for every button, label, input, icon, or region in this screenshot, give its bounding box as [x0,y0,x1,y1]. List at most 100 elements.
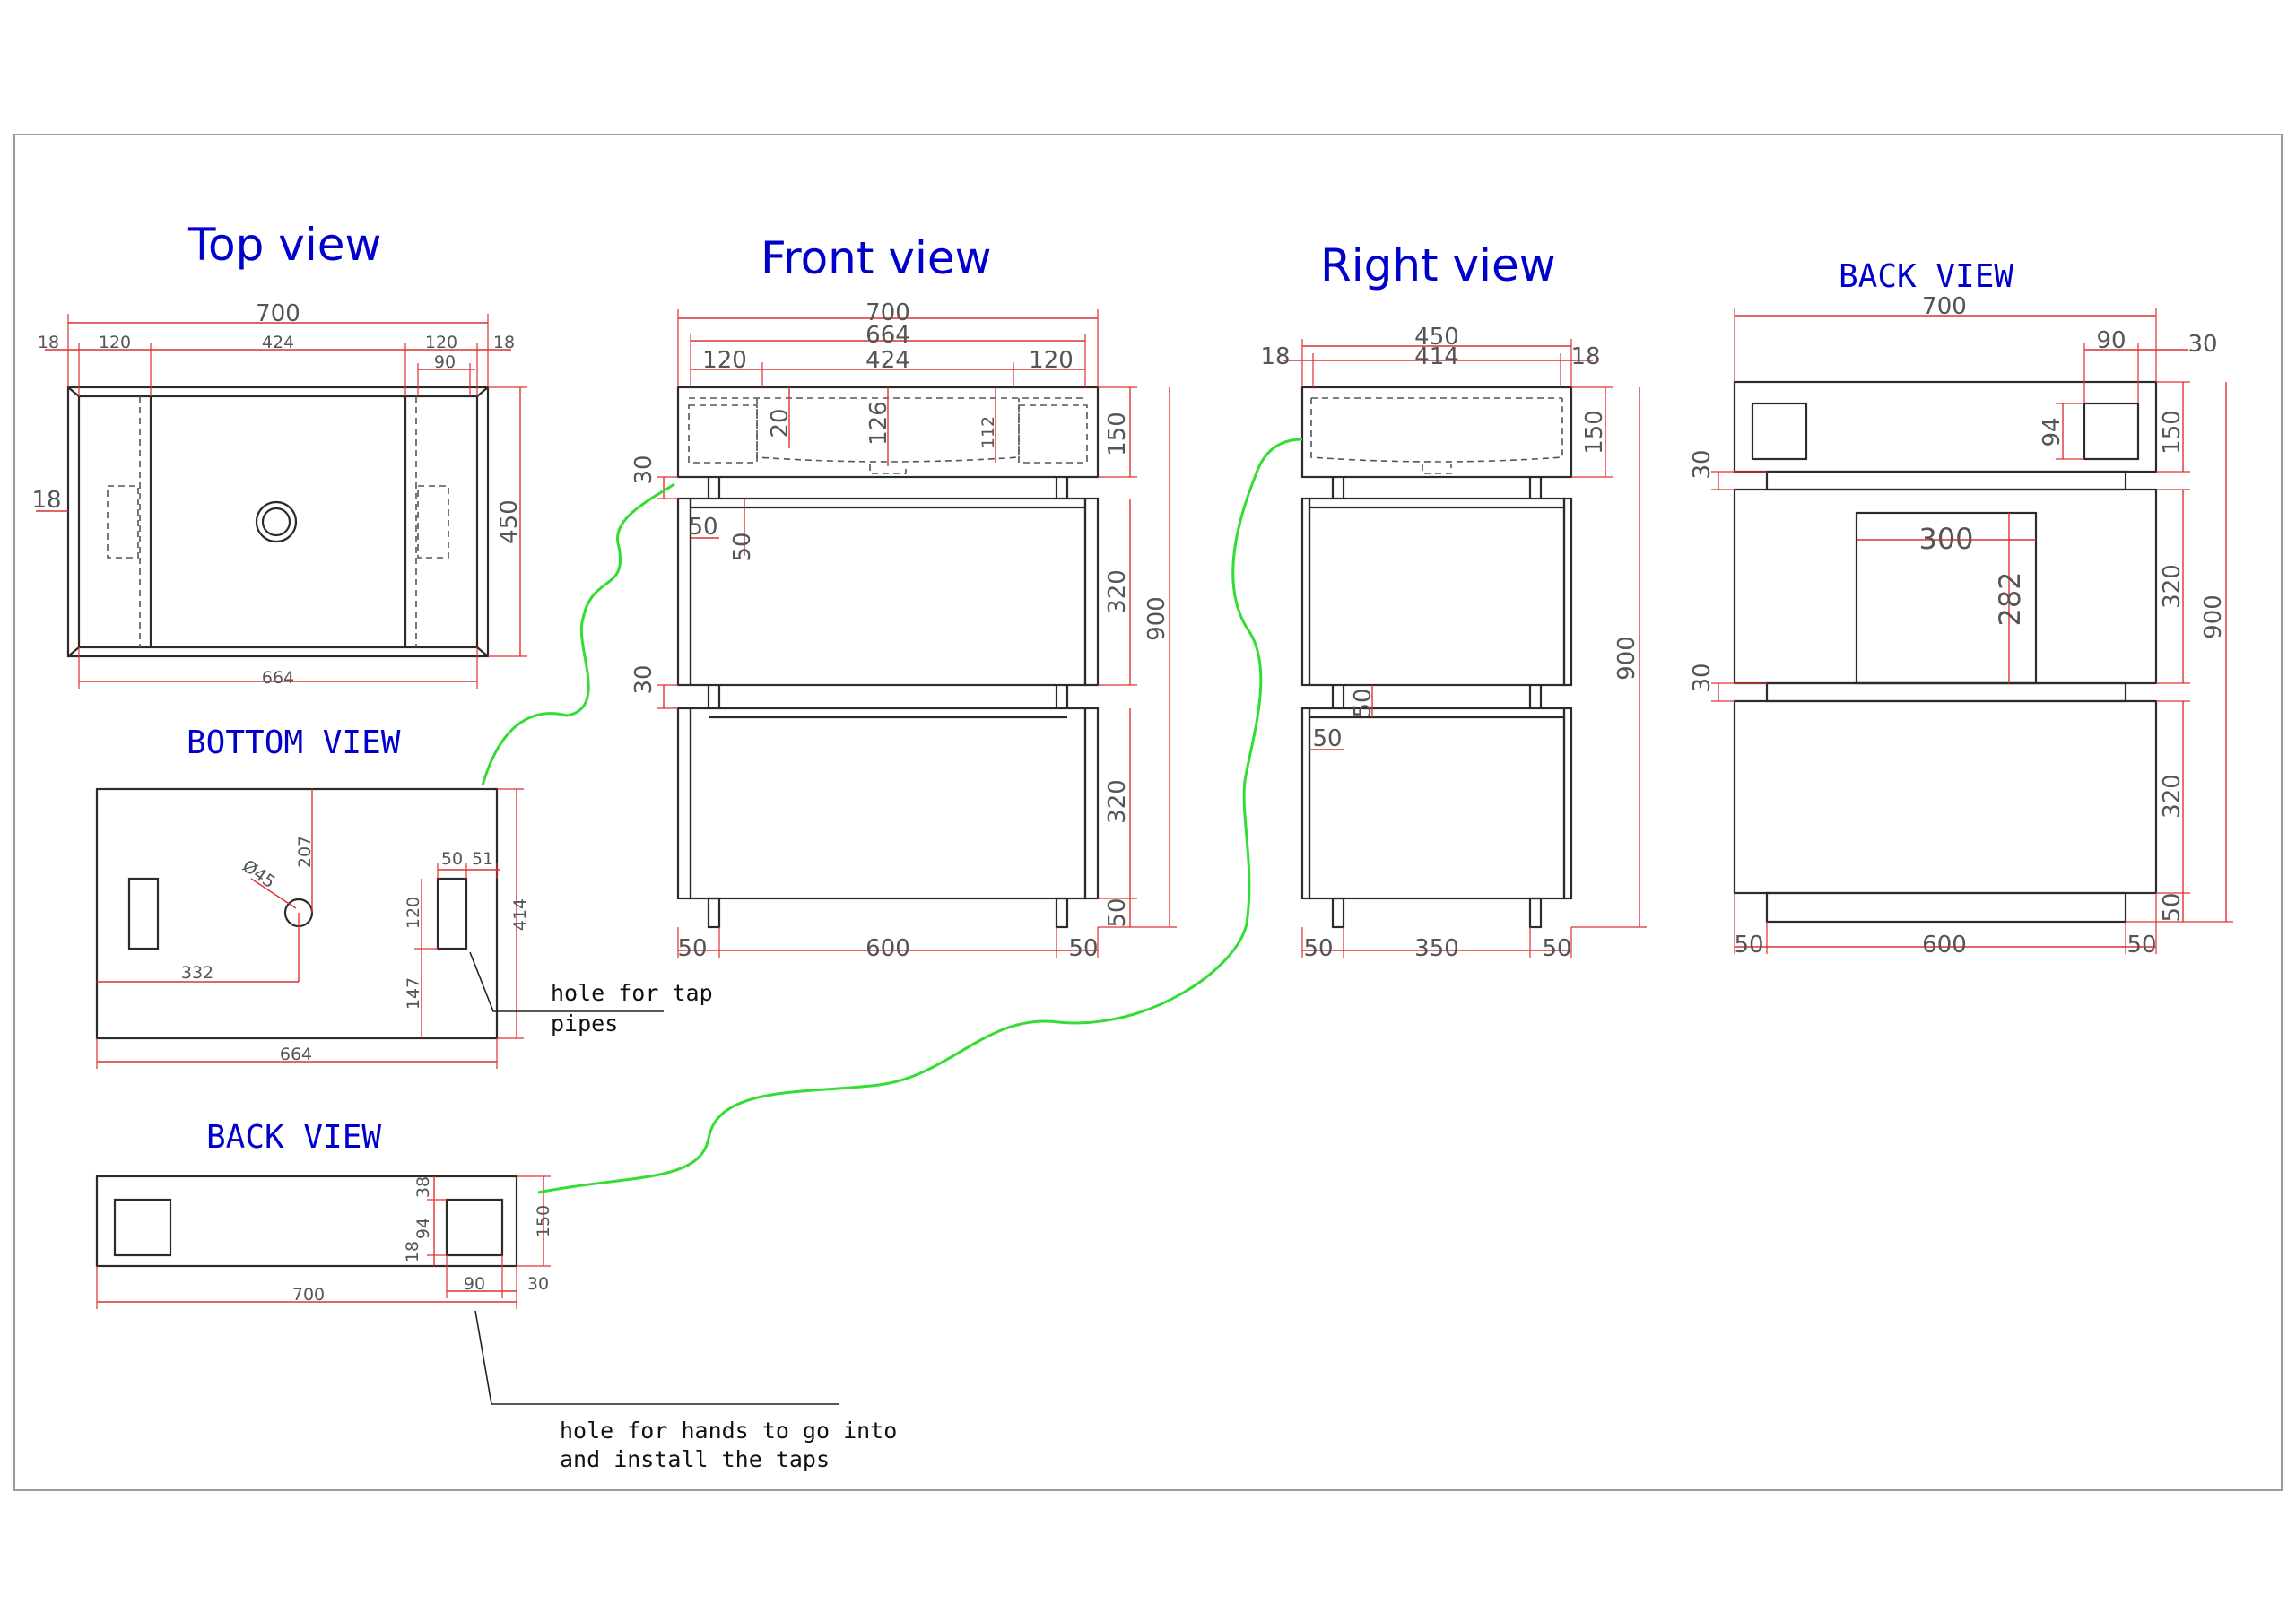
bottom-drain-diameter: Ø45 [239,856,279,892]
top-inner-width: 664 [262,668,294,688]
front-middle-section: 424 [865,347,910,374]
front-inner-width: 664 [865,322,910,349]
title-bottom-view: BOTTOM VIEW [187,724,401,761]
back-right-edge: 30 [2187,331,2217,358]
note-tap-pipes-line2: pipes [551,1010,618,1037]
right-view-drawing [1300,386,1573,929]
right-inner-depth: 414 [1414,343,1459,370]
top-side-edge: 18 [31,487,61,514]
back-view-right-drawing [1733,380,2158,924]
bottom-view-drawing [95,787,499,1040]
right-leg-h: 50 [1350,688,1377,717]
front-view-dimensions [657,309,1177,958]
back-view-right-dimensions [1711,308,2233,954]
note-hands-line2: and install the taps [560,1446,830,1472]
top-right-section: 120 [425,333,457,352]
bottom-width: 664 [280,1045,312,1064]
title-right-view: Right view [1320,239,1556,291]
front-basin-depth-right: 112 [978,416,998,448]
front-gap2: 30 [631,664,657,694]
front-total-height: 900 [1144,596,1170,641]
top-view-drawing [66,386,490,658]
bottom-hole-offset-y: 147 [404,977,423,1010]
bottom-depth: 414 [510,898,530,931]
back-left-width: 700 [292,1285,325,1305]
right-edge-right: 18 [1570,343,1600,370]
back-right-hole-h: 94 [2039,417,2066,447]
back-left-hole: 94 [413,1218,433,1239]
front-leg-h: 50 [729,532,756,561]
top-depth: 450 [496,499,523,544]
top-view-dimensions [36,314,527,689]
front-basin-depth-left: 20 [767,408,794,438]
front-drawer1: 320 [1104,569,1131,614]
right-base-depth: 350 [1414,935,1459,962]
back-right-plinth: 50 [2159,892,2186,922]
back-right-opening-w: 300 [1918,522,1973,556]
back-right-foot-left: 50 [1734,932,1763,958]
right-edge-left: 18 [1260,343,1290,370]
back-right-hole-w: 90 [2096,327,2126,354]
top-left-section: 120 [99,333,131,352]
note-hands-line1: hole for hands to go into [560,1418,897,1444]
back-left-edge: 30 [527,1274,549,1294]
back-right-gap1: 30 [1689,449,1716,479]
back-right-drawer2: 320 [2159,774,2186,819]
bottom-view-dimensions [96,788,524,1069]
front-view-drawing [676,386,1100,929]
title-front-view: Front view [761,232,992,284]
back-right-base-width: 600 [1922,932,1967,958]
top-middle-section: 424 [262,333,294,352]
front-gap1: 30 [631,455,657,484]
top-edge-right: 18 [493,333,515,352]
back-right-drawer1: 320 [2159,564,2186,609]
front-foot-left: 50 [677,935,707,962]
top-edge-left: 18 [38,333,59,352]
back-right-foot-right: 50 [2126,932,2156,958]
right-total-height: 900 [1613,636,1640,681]
connector-bottom-to-front [481,482,675,786]
bottom-drain-offset-y: 207 [295,836,315,868]
front-base-width: 600 [865,935,910,962]
right-top-height: 150 [1581,410,1608,455]
front-plinth: 50 [1104,898,1131,927]
front-overall-width: 700 [865,299,910,326]
bottom-hole-height: 120 [404,897,423,929]
hands-leader [474,1310,839,1405]
back-left-top-gap: 38 [413,1176,433,1198]
tap-pipes-leader [469,951,664,1012]
right-view-dimensions [1283,339,1647,958]
top-tap-hole: 90 [434,352,456,372]
back-view-left-dimensions [96,1175,551,1309]
drawing-frame [13,134,2283,1491]
front-drawer2: 320 [1104,779,1131,824]
back-left-hole-w: 90 [464,1274,485,1294]
bottom-drain-offset-x: 332 [181,963,213,983]
front-leg-w: 50 [688,514,718,541]
note-tap-pipes-line1: hole for tap [551,980,713,1006]
bottom-hole-w2: 51 [472,849,493,869]
back-left-height: 150 [534,1205,553,1237]
front-left-section: 120 [702,347,747,374]
front-right-section: 120 [1029,347,1074,374]
bottom-hole-w1: 50 [441,849,463,869]
right-foot-left: 50 [1303,935,1333,962]
right-leg-w: 50 [1312,725,1342,752]
right-overall-depth: 450 [1414,324,1459,351]
connector-back-to-right [537,438,1303,1194]
front-foot-right: 50 [1068,935,1098,962]
right-foot-right: 50 [1542,935,1571,962]
front-top-height: 150 [1104,412,1131,456]
back-right-overall-width: 700 [1922,293,1967,320]
back-left-bottom-gap: 18 [403,1241,422,1262]
front-basin-depth-mid: 126 [865,401,892,446]
title-back-view-right: BACK VIEW [1839,258,2013,295]
title-back-view-left: BACK VIEW [206,1119,381,1156]
back-right-total-height: 900 [2200,594,2227,639]
top-overall-width: 700 [256,300,300,327]
back-right-gap2: 30 [1689,663,1716,692]
back-right-top-height: 150 [2159,410,2186,455]
back-view-left-drawing [95,1175,518,1268]
back-right-opening-h: 282 [1993,571,2027,626]
